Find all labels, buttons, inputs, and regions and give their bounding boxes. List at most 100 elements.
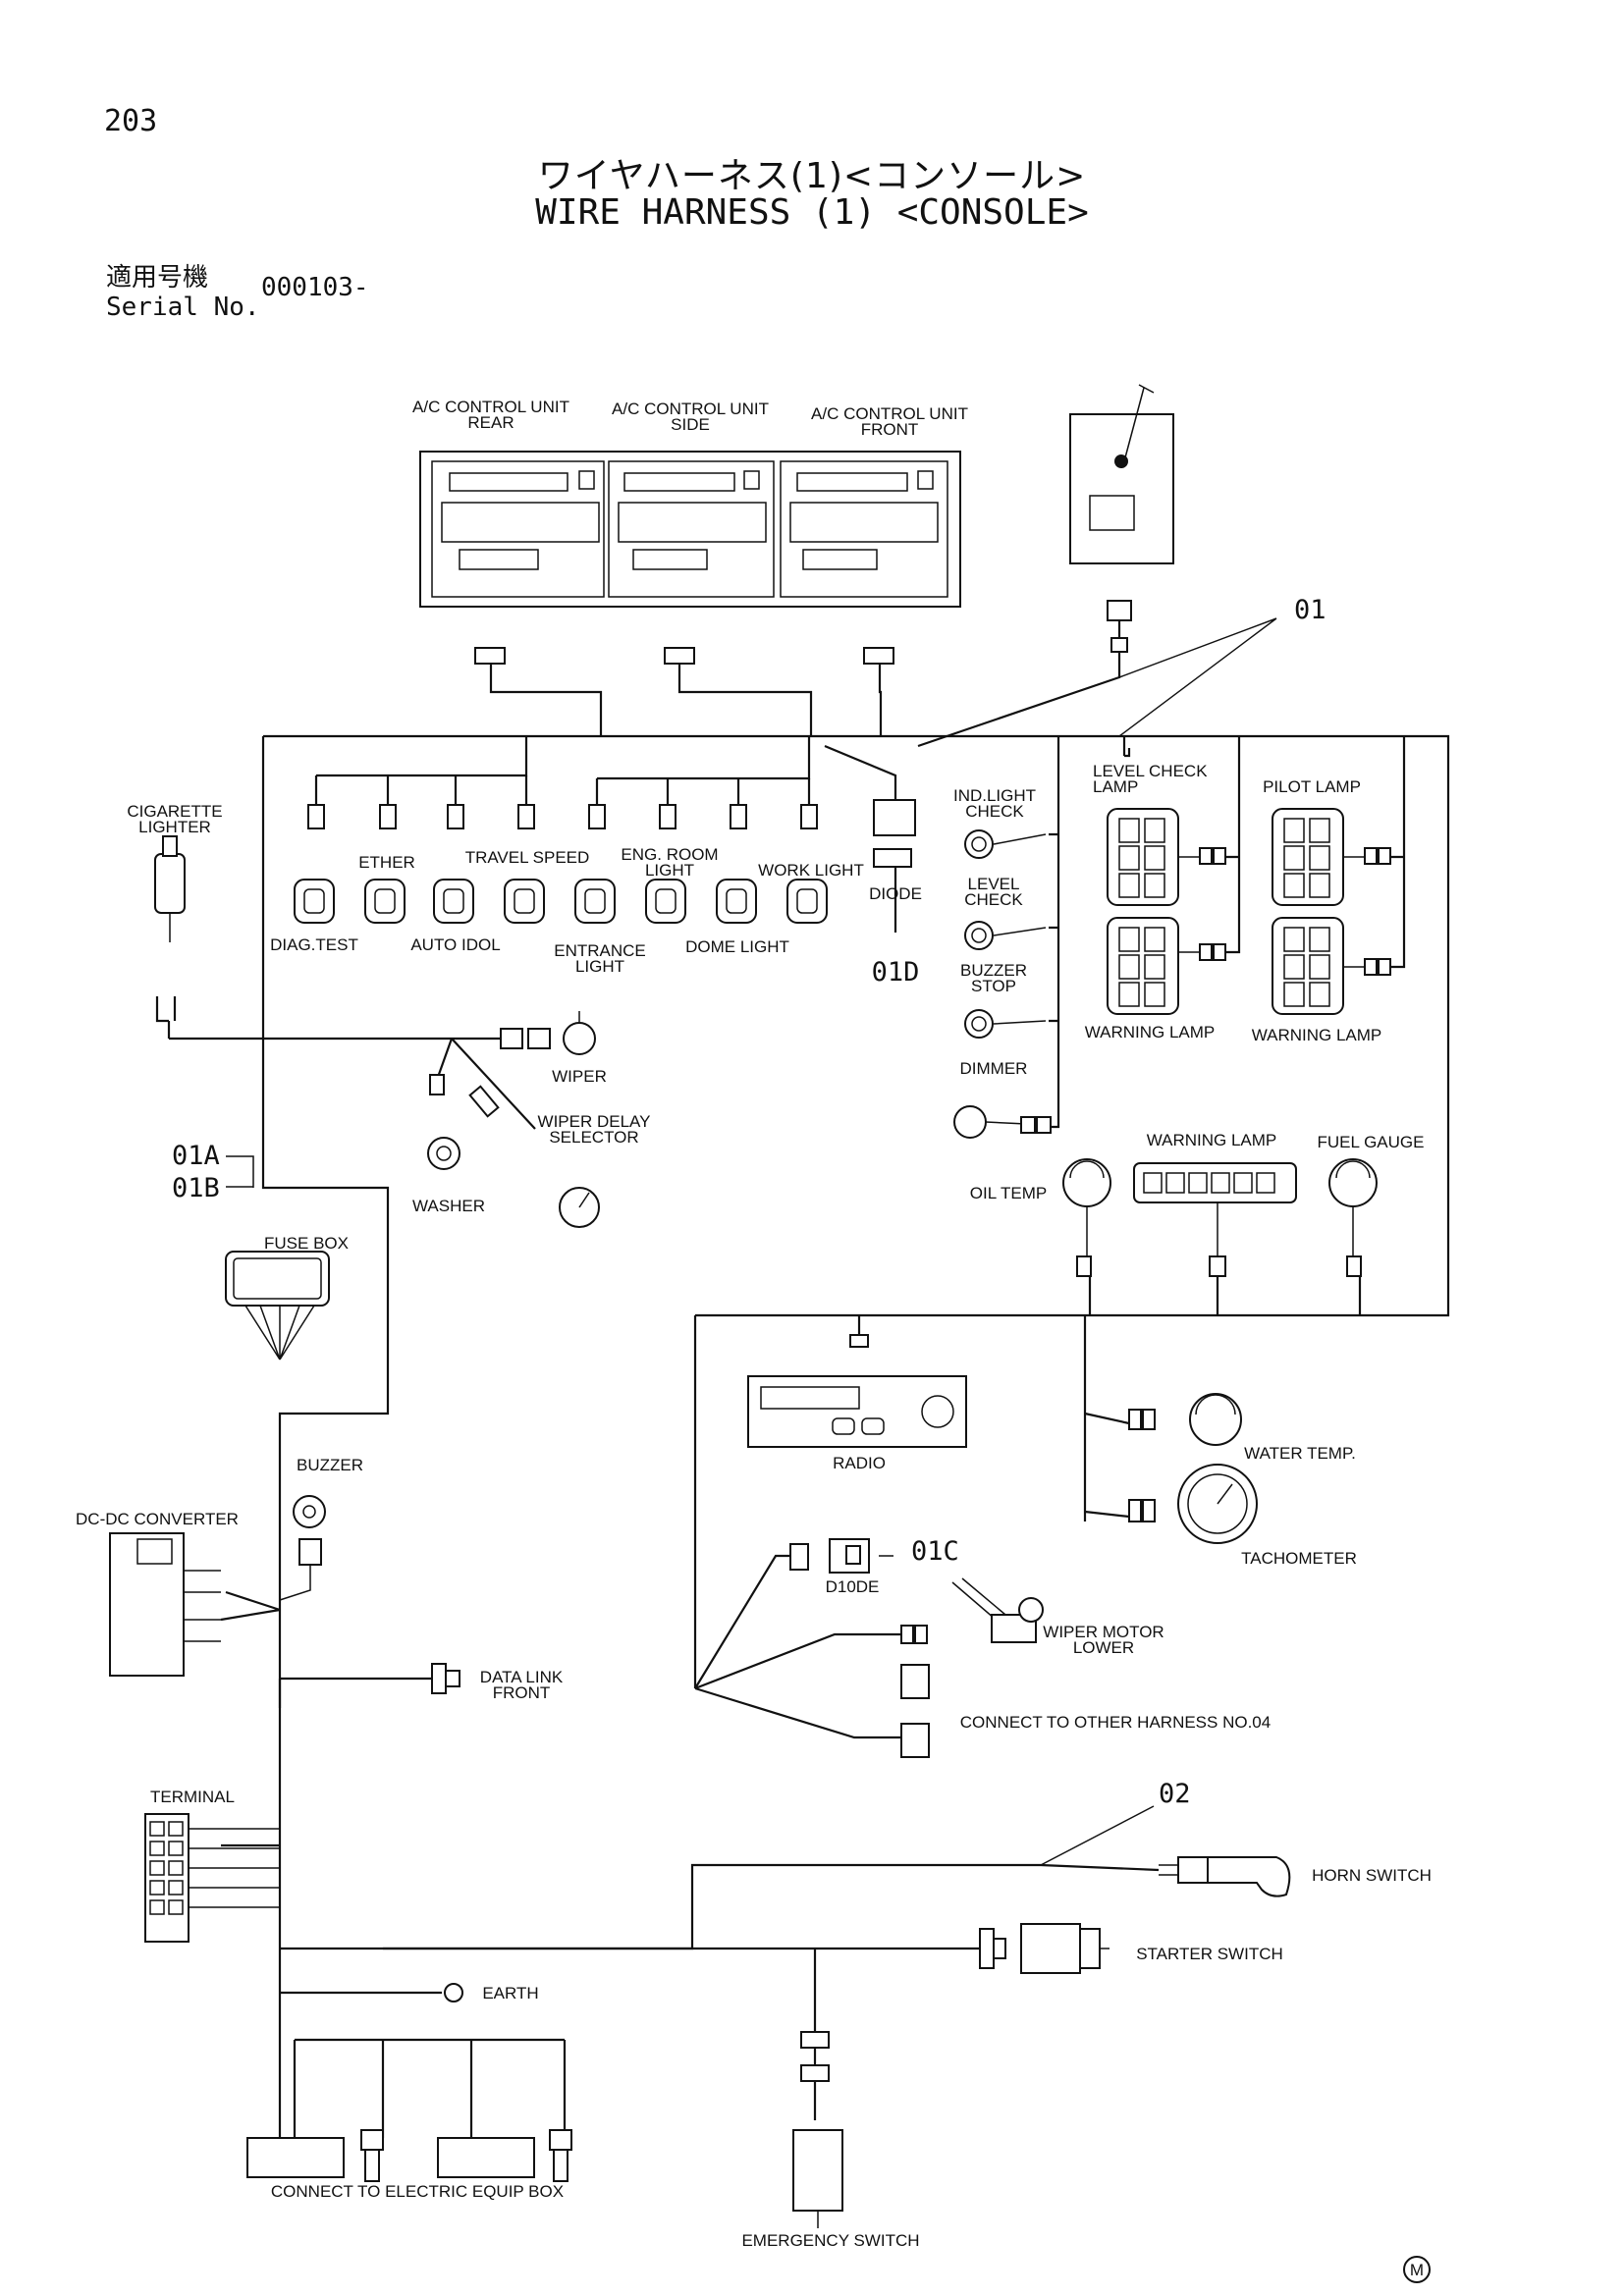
diode-connector — [789, 1538, 893, 1574]
starter-switch — [979, 1923, 1110, 1974]
label-ind-light-1: IND.LIGHT — [953, 786, 1036, 805]
ac-rear-connector — [474, 647, 506, 665]
label-level-check-2: CHECK — [964, 890, 1023, 909]
rocker-switches — [294, 879, 828, 924]
water-temp-and-tachometer — [1128, 1393, 1258, 1544]
label-ac-front-2: FRONT — [861, 420, 919, 439]
buzzer — [279, 1495, 326, 1601]
label-earth: EARTH — [482, 1984, 538, 2002]
earth-terminal — [444, 1983, 463, 2002]
lamp-panels — [1107, 808, 1391, 1015]
label-auto-idol: AUTO IDOL — [410, 935, 500, 954]
label-buzzer-stop-2: STOP — [971, 977, 1016, 995]
ac-control-units — [419, 451, 961, 608]
label-water-temp: WATER TEMP. — [1244, 1444, 1356, 1463]
maker-mark-letter: M — [1410, 2261, 1424, 2279]
horn-switch — [1159, 1856, 1291, 1897]
indicator-switches — [953, 829, 1052, 1139]
label-entrance-2: LIGHT — [575, 957, 624, 976]
label-wiper-delay-2: SELECTOR — [549, 1128, 638, 1147]
label-fuel-gauge: FUEL GAUGE — [1318, 1133, 1425, 1151]
ref-01c: 01C — [911, 1536, 959, 1567]
label-data-link-2: FRONT — [493, 1683, 551, 1702]
label-buzzer: BUZZER — [297, 1456, 363, 1474]
label-ind-light-2: CHECK — [965, 802, 1024, 821]
page-number: 203 — [104, 104, 158, 138]
label-wiper-motor-2: LOWER — [1073, 1638, 1134, 1657]
label-work-light: WORK LIGHT — [758, 861, 864, 880]
label-entrance-1: ENTRANCE — [554, 941, 646, 960]
label-warning-lamp-left: WARNING LAMP — [1085, 1023, 1216, 1041]
label-ac-side-1: A/C CONTROL UNIT — [612, 400, 769, 418]
label-wiper-delay-1: WIPER DELAY — [538, 1112, 651, 1131]
serial-label-japanese: 適用号機 — [106, 263, 209, 293]
label-oil-temp: OIL TEMP — [970, 1184, 1047, 1202]
terminal-block — [144, 1813, 280, 1943]
control-lever-unit — [1069, 384, 1174, 653]
label-data-link-1: DATA LINK — [480, 1668, 564, 1686]
label-ac-front-1: A/C CONTROL UNIT — [811, 404, 968, 423]
label-washer: WASHER — [412, 1197, 485, 1215]
label-warning-lamp-right: WARNING LAMP — [1252, 1026, 1382, 1044]
label-emergency-switch: EMERGENCY SWITCH — [741, 2231, 919, 2250]
switch-connectors — [307, 799, 916, 868]
serial-label-english: Serial No. — [106, 293, 260, 322]
label-tachometer: TACHOMETER — [1241, 1549, 1357, 1568]
ac-front-connector — [863, 647, 894, 665]
label-ac-rear-1: A/C CONTROL UNIT — [412, 398, 569, 416]
label-eng-room-1: ENG. ROOM — [621, 845, 718, 864]
label-starter-switch: STARTER SWITCH — [1136, 1945, 1283, 1963]
label-wiper-motor-1: WIPER MOTOR — [1043, 1623, 1164, 1641]
wiper-motor-lower — [900, 1577, 1044, 1644]
fuse-box — [225, 1251, 330, 1361]
reference-codes: 01 01D 01A 01B 01C 02 — [172, 595, 1326, 1866]
harness-wires — [167, 609, 1450, 2150]
label-level-check-1: LEVEL — [968, 875, 1020, 893]
label-cigarette-2: LIGHTER — [138, 818, 211, 836]
ref-01d: 01D — [872, 957, 920, 988]
label-d10de: D10DE — [826, 1577, 880, 1596]
label-warning-lamp-center: WARNING LAMP — [1147, 1131, 1277, 1149]
dc-dc-converter — [109, 1532, 221, 1677]
ref-01a: 01A — [172, 1141, 220, 1171]
component-labels: A/C CONTROL UNIT REAR A/C CONTROL UNIT S… — [76, 398, 1432, 2250]
label-pilot-lamp: PILOT LAMP — [1263, 777, 1361, 796]
label-wiper: WIPER — [552, 1067, 607, 1086]
label-dimmer: DIMMER — [960, 1059, 1028, 1078]
title-japanese: ワイヤハーネス(1)<コンソール> — [537, 156, 1087, 196]
title-english: WIRE HARNESS (1) <CONSOLE> — [535, 192, 1089, 233]
label-radio: RADIO — [833, 1454, 886, 1472]
label-horn-switch: HORN SWITCH — [1312, 1866, 1432, 1885]
ac-side-connector — [664, 647, 695, 665]
label-fuse-box: FUSE BOX — [264, 1234, 349, 1253]
gauge-cluster — [1062, 1158, 1378, 1277]
radio-unit — [747, 1334, 967, 1448]
label-connect-equip-box: CONNECT TO ELECTRIC EQUIP BOX — [271, 2182, 564, 2201]
label-diode: DIODE — [869, 884, 922, 903]
label-ac-rear-2: REAR — [467, 413, 514, 432]
label-diag-test: DIAG.TEST — [270, 935, 358, 954]
label-eng-room-2: LIGHT — [645, 861, 694, 880]
cigarette-lighter — [154, 835, 186, 1023]
ref-01b: 01B — [172, 1173, 220, 1203]
label-buzzer-stop-1: BUZZER — [960, 961, 1027, 980]
other-harness-connectors — [900, 1664, 930, 1758]
label-dome-light: DOME LIGHT — [685, 937, 789, 956]
equip-box-connectors — [246, 2129, 572, 2182]
label-connect-other-harness: CONNECT TO OTHER HARNESS NO.04 — [960, 1713, 1271, 1732]
serial-number-value: 000103- — [261, 273, 369, 302]
label-level-check-lamp-1: LEVEL CHECK — [1093, 762, 1208, 780]
label-ac-side-2: SIDE — [671, 415, 710, 434]
label-dc-dc-converter: DC-DC CONVERTER — [76, 1510, 239, 1528]
wiper-switch-group — [427, 1011, 600, 1228]
ref-01: 01 — [1294, 595, 1326, 625]
label-travel-speed: TRAVEL SPEED — [465, 848, 590, 867]
label-ether: ETHER — [358, 853, 415, 872]
label-terminal: TERMINAL — [150, 1788, 235, 1806]
label-level-check-lamp-2: LAMP — [1093, 777, 1138, 796]
maker-mark-circle — [1403, 2256, 1431, 2283]
emergency-switch — [792, 2031, 843, 2228]
label-cigarette-1: CIGARETTE — [127, 802, 222, 821]
data-link-connector — [431, 1663, 460, 1694]
